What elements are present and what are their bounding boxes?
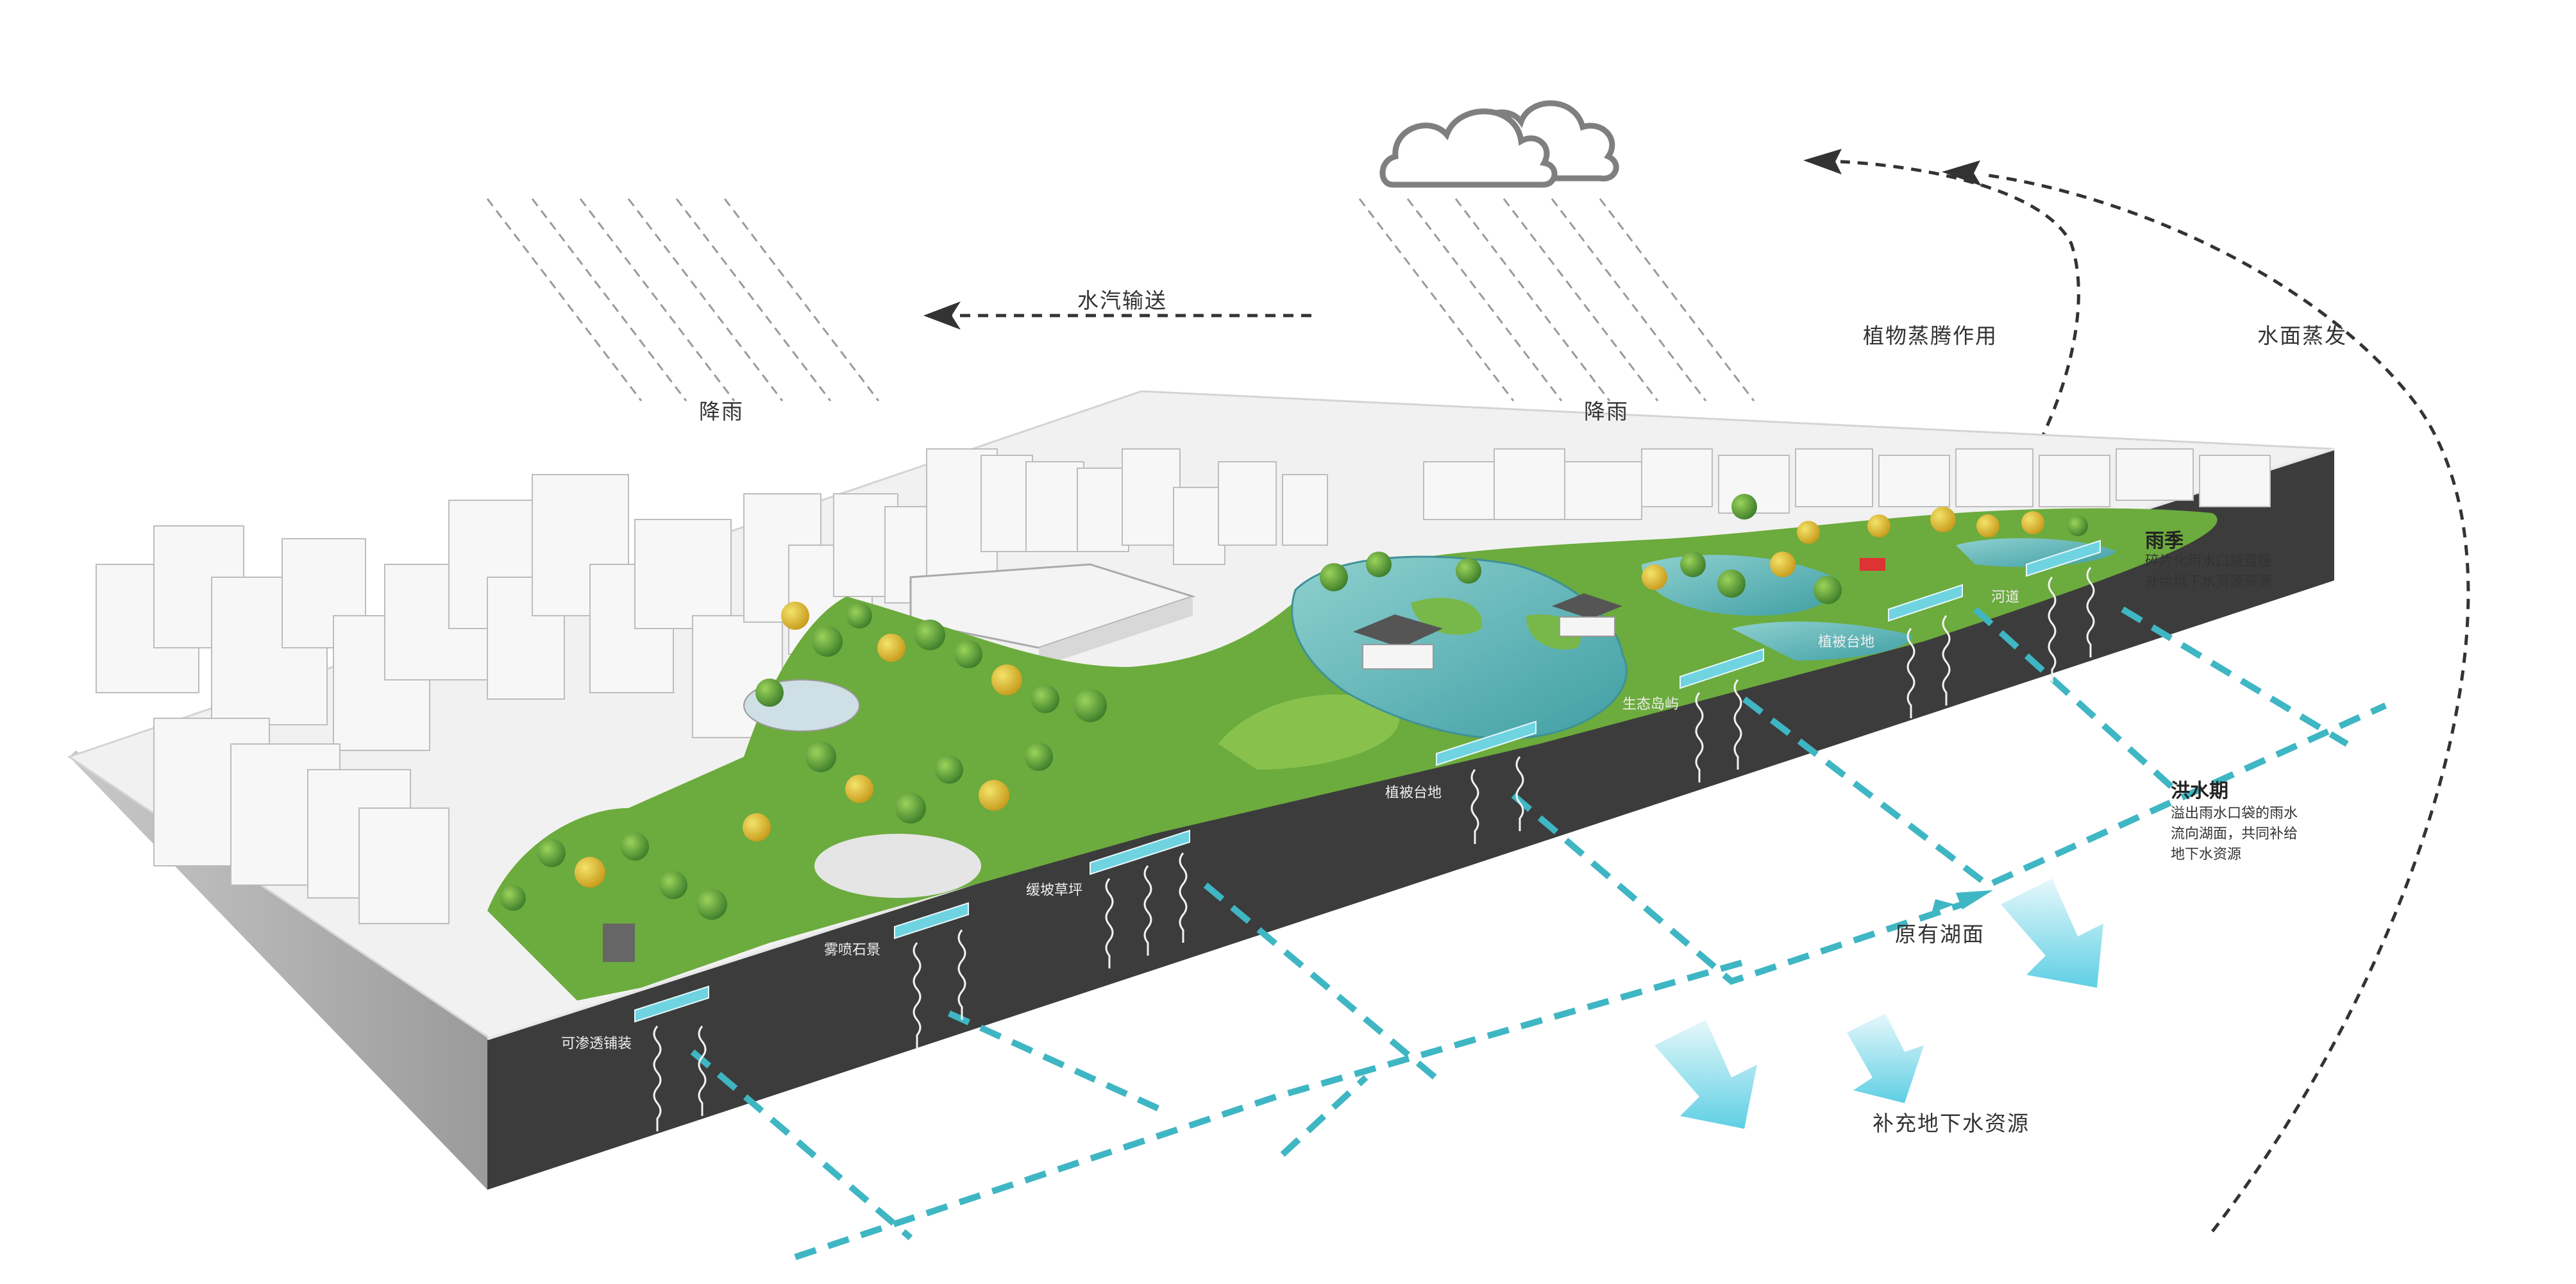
flood-season-desc-1: 溢出雨水口袋的雨水 (2171, 806, 2298, 822)
rain-pockets (634, 539, 2101, 1023)
rain-right-label: 降雨 (1584, 399, 1629, 424)
lake-label: 原有湖面 (1895, 922, 1985, 947)
transpiration-label: 植物蒸腾作用 (1863, 323, 1998, 348)
groundwater-flow-lines (690, 606, 2387, 1260)
vapor-transport-arrow (923, 301, 1311, 330)
rainy-season-title: 雨季 (2145, 530, 2184, 552)
city-buildings (96, 448, 2271, 924)
zone-permeable-label: 可渗透铺装 (561, 1036, 632, 1052)
vapor-transport-label: 水汽输送 (1077, 288, 1167, 313)
park-trees (500, 494, 2088, 920)
flow-arrowheads (1932, 890, 1993, 913)
recharge-arrows (1654, 879, 2103, 1129)
recharge-label: 补充地下水资源 (1873, 1111, 2030, 1136)
rain-left (486, 198, 880, 401)
large-hall (909, 563, 1196, 667)
zone-veg2-label: 植被台地 (1818, 634, 1875, 650)
rain-right (1358, 198, 1755, 401)
zone-mist-label: 雾喷石景 (824, 942, 881, 958)
zone-slope-label: 缓坡草坪 (1026, 883, 1083, 899)
evaporation-arrow (1942, 160, 2470, 1233)
flood-season-desc-3: 地下水资源 (2171, 847, 2242, 863)
flood-season-desc-2: 流向湖面，共同补给 (2171, 826, 2298, 842)
cloud-icon (1379, 100, 1619, 188)
pavilions (603, 558, 1885, 962)
zone-island-label: 生态岛屿 (1622, 697, 1679, 713)
infiltration-arrows (653, 567, 2095, 1131)
rain-left-label: 降雨 (699, 399, 744, 424)
water-evaporation-label: 水面蒸发 (2257, 323, 2347, 348)
rainy-season-desc-2: 补给地下水资源资源 (2145, 574, 2273, 590)
transpiration-arrow (1803, 149, 2080, 534)
zone-veg1-label: 植被台地 (1385, 785, 1442, 801)
flood-season-title: 洪水期 (2171, 780, 2228, 802)
zone-river-label: 河道 (1991, 589, 2020, 605)
rainy-season-desc-1: 碎片化雨水口袋直接 (2145, 553, 2273, 570)
